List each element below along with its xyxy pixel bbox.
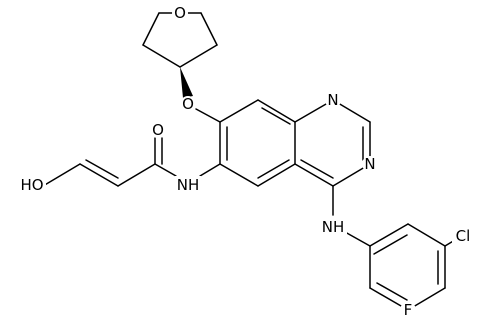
fluorine-label: F — [404, 301, 413, 319]
ether-oxygen-label: O — [182, 95, 194, 113]
bond — [407, 223, 446, 247]
bond — [200, 12, 218, 46]
bond — [179, 44, 218, 68]
bond — [42, 163, 81, 187]
ring-oxygen-label: O — [174, 4, 186, 22]
chlorine-atom: Cl — [452, 227, 474, 245]
bond — [300, 159, 334, 179]
bond — [219, 99, 259, 123]
bond — [261, 107, 291, 125]
carbonyl-oxygen-atom: O — [150, 121, 166, 139]
pyrimidine-n3-label: N — [364, 155, 375, 173]
bond — [199, 163, 221, 177]
bond — [257, 99, 296, 123]
atom-labels: O O O HO NH N N — [20, 4, 474, 319]
bond — [294, 163, 334, 187]
bond — [79, 163, 119, 187]
aniline-nh-label: NH — [322, 218, 345, 236]
chlorine-label: Cl — [456, 227, 471, 245]
bond — [257, 159, 290, 179]
bond — [373, 234, 408, 255]
bond — [85, 159, 119, 179]
bond — [257, 163, 296, 187]
bond — [369, 223, 409, 247]
amide-nh-label: NH — [177, 176, 200, 194]
bond — [195, 108, 221, 123]
bond — [376, 282, 408, 301]
ether-oxygen-atom: O — [180, 95, 196, 113]
bond — [142, 44, 181, 68]
fluorine-atom: F — [400, 301, 416, 319]
hydroxyl-group: HO — [20, 176, 46, 194]
aniline-nh-atom: NH — [319, 218, 347, 236]
ring-oxygen-atom: O — [172, 4, 188, 22]
pyrimidine-n1-atom: N — [325, 91, 341, 109]
bond — [117, 163, 156, 187]
bond — [344, 231, 371, 247]
hydroxyl-label: HO — [20, 176, 43, 194]
stereo-wedge-bond — [180, 67, 193, 98]
pyrimidine-n1-label: N — [327, 91, 338, 109]
carbonyl-oxygen-label: O — [152, 121, 164, 139]
bond — [219, 163, 259, 187]
pyrimidine-n3-atom: N — [362, 155, 378, 173]
bond — [154, 163, 177, 177]
amide-nh-atom: NH — [175, 176, 201, 194]
bonds — [42, 12, 456, 311]
bond — [142, 12, 160, 46]
